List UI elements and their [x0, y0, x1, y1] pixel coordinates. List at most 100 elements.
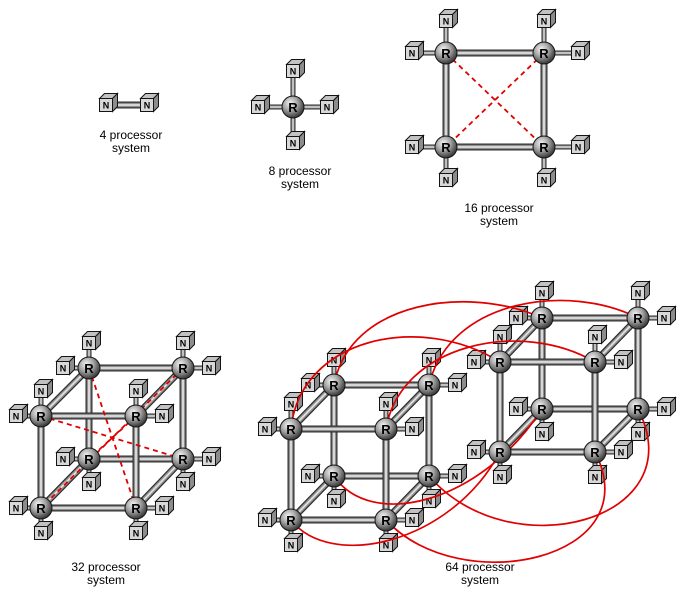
- compute-node: N: [570, 40, 591, 61]
- express-link-dashed: [40, 415, 184, 460]
- compute-node-letter: N: [180, 480, 187, 490]
- router-node-letter: R: [441, 140, 451, 155]
- router-node-letter: R: [590, 355, 600, 370]
- compute-node: N: [154, 495, 175, 516]
- compute-node: N: [536, 8, 557, 29]
- router-node: R: [171, 447, 195, 471]
- router-node: R: [417, 373, 441, 397]
- compute-node: N: [570, 134, 591, 155]
- compute-node: N: [613, 439, 634, 460]
- router-node-letter: R: [36, 501, 46, 516]
- router-node: R: [434, 135, 458, 159]
- compute-node: N: [33, 378, 54, 399]
- router-node: R: [488, 350, 512, 374]
- compute-node: N: [326, 488, 347, 509]
- compute-node: N: [154, 403, 175, 424]
- router-node: R: [124, 496, 148, 520]
- router-node: R: [279, 417, 303, 441]
- compute-node: N: [300, 463, 321, 484]
- router-node-letter: R: [36, 409, 46, 424]
- compute-node-letter: N: [324, 103, 331, 113]
- label-line: 8 processor: [268, 164, 332, 178]
- router-node: R: [374, 417, 398, 441]
- router-node: R: [434, 41, 458, 65]
- compute-node-letter: N: [290, 67, 297, 77]
- compute-node-letter: N: [331, 356, 338, 366]
- compute-node: N: [630, 280, 651, 301]
- compute-node-letter: N: [539, 289, 546, 299]
- label-line: 16 processor: [464, 201, 534, 215]
- compute-node-letter: N: [13, 504, 20, 514]
- express-link-arc: [333, 301, 543, 386]
- compute-node: N: [587, 324, 608, 345]
- compute-node: N: [8, 495, 29, 516]
- compute-node-letter: N: [255, 103, 262, 113]
- compute-node-letter: N: [635, 430, 642, 440]
- compute-node: N: [492, 324, 513, 345]
- router-node: R: [626, 306, 650, 330]
- router-node: R: [281, 95, 305, 119]
- compute-node: N: [139, 92, 160, 113]
- router-node-letter: R: [539, 140, 549, 155]
- compute-node: N: [128, 520, 149, 541]
- compute-node: N: [656, 396, 677, 417]
- compute-node-letter: N: [618, 358, 625, 368]
- label-line: 64 processor: [445, 560, 515, 574]
- router-node: R: [583, 350, 607, 374]
- compute-node: N: [8, 403, 29, 424]
- label-8-processor-system: 8 processor system: [230, 165, 370, 191]
- router-node-letter: R: [131, 409, 141, 424]
- compute-node-letter: N: [262, 425, 269, 435]
- compute-node: N: [438, 167, 459, 188]
- compute-node: N: [257, 416, 278, 437]
- express-link-arc: [385, 340, 596, 430]
- compute-node: N: [55, 355, 76, 376]
- compute-node: N: [421, 347, 442, 368]
- router-node-letter: R: [381, 513, 391, 528]
- router-node: R: [77, 356, 101, 380]
- compute-node-letter: N: [288, 400, 295, 410]
- compute-node: N: [201, 446, 222, 467]
- router-node-letter: R: [131, 501, 141, 516]
- router-node: R: [530, 397, 554, 421]
- router-node-letter: R: [441, 46, 451, 61]
- compute-node-letter: N: [13, 412, 20, 422]
- compute-node: N: [378, 391, 399, 412]
- compute-node-letter: N: [133, 387, 140, 397]
- compute-node-letter: N: [206, 364, 213, 374]
- compute-node-letter: N: [409, 49, 416, 59]
- compute-node-letter: N: [452, 472, 459, 482]
- router-node-letter: R: [590, 445, 600, 460]
- compute-node: N: [285, 130, 306, 151]
- compute-node: N: [466, 349, 487, 370]
- compute-node-letter: N: [497, 333, 504, 343]
- compute-node: N: [466, 439, 487, 460]
- compute-node: N: [285, 58, 306, 79]
- router-node-letter: R: [537, 311, 547, 326]
- label-line: system: [479, 214, 518, 228]
- compute-node: N: [300, 372, 321, 393]
- compute-node-letter: N: [38, 529, 45, 539]
- compute-node-letter: N: [262, 516, 269, 526]
- router-node: R: [171, 356, 195, 380]
- router-node: R: [322, 464, 346, 488]
- compute-node: N: [55, 446, 76, 467]
- router-node-letter: R: [286, 422, 296, 437]
- router-node-letter: R: [495, 355, 505, 370]
- compute-node-letter: N: [86, 339, 93, 349]
- express-link-arc: [290, 336, 501, 430]
- router-node-letter: R: [84, 452, 94, 467]
- router-node: R: [488, 440, 512, 464]
- compute-node-letter: N: [133, 529, 140, 539]
- compute-node-letter: N: [575, 49, 582, 59]
- compute-node-letter: N: [305, 472, 312, 482]
- compute-node: N: [438, 8, 459, 29]
- compute-node-letter: N: [305, 381, 312, 391]
- compute-node: N: [283, 532, 304, 553]
- express-link-dashed: [445, 52, 545, 148]
- compute-node: N: [534, 280, 555, 301]
